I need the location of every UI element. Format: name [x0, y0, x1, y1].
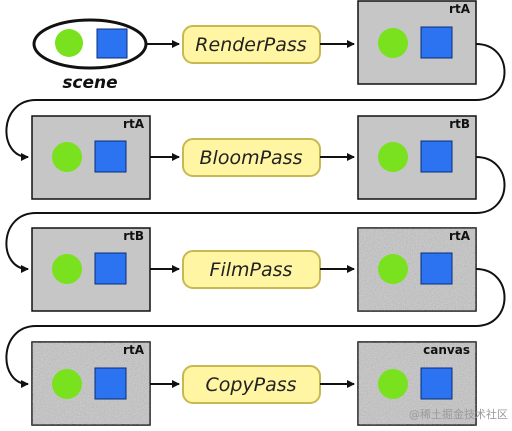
render-target-label: canvas [423, 343, 470, 357]
rt-circle-icon [378, 142, 408, 172]
render-target-input-rtb: rtB [31, 227, 151, 312]
connector-row2-to-row3 [5, 156, 506, 273]
render-target-output-canvas: canvas [357, 341, 477, 426]
pass-label-bloompass: BloomPass [200, 147, 303, 169]
render-target-output-rta-grainy: rtA [357, 227, 477, 312]
render-target-label: rtA [449, 2, 471, 16]
render-target-label: rtB [449, 117, 470, 131]
pass-box-bloompass: BloomPass [182, 138, 321, 177]
render-target-output-rtb: rtB [357, 115, 477, 200]
rt-square-icon [420, 367, 453, 400]
film-grain-overlay [32, 342, 150, 425]
render-target-input-rta-grainy: rtA [31, 341, 151, 426]
rt-circle-icon [378, 28, 408, 58]
rt-square-icon [94, 252, 127, 285]
render-target-label: rtA [123, 343, 145, 357]
scene-label: scene [62, 73, 117, 93]
rt-square-icon [420, 26, 453, 59]
rt-square-icon [94, 140, 127, 173]
pass-box-renderpass: RenderPass [182, 25, 321, 64]
film-grain-overlay [358, 342, 476, 425]
pass-label-copypass: CopyPass [205, 374, 296, 396]
watermark: @稀土掘金技术社区 [409, 407, 508, 421]
scene-square-icon [96, 28, 128, 59]
pass-box-filmpass: FilmPass [182, 250, 321, 289]
scene-ellipse [32, 18, 148, 70]
rt-circle-icon [52, 369, 82, 399]
render-target-label: rtA [449, 229, 471, 243]
pass-label-renderpass: RenderPass [195, 34, 306, 56]
row-filmpass: rtB FilmPass rtA [31, 227, 477, 312]
connector-row1-to-row2 [5, 43, 506, 161]
rt-square-icon [420, 140, 453, 173]
scene-circle-icon [55, 29, 83, 57]
pass-box-copypass: CopyPass [182, 365, 321, 404]
render-target-output-rta: rtA [357, 0, 477, 85]
scene-group: scene [32, 18, 148, 93]
rt-square-icon [94, 367, 127, 400]
rt-circle-icon [378, 254, 408, 284]
film-grain-overlay [358, 228, 476, 311]
rt-circle-icon [52, 142, 82, 172]
row-bloompass: rtA BloomPass rtB [31, 115, 477, 200]
render-target-label: rtB [123, 229, 144, 243]
connector-row3-to-row4 [5, 268, 506, 388]
rt-square-icon [420, 252, 453, 285]
pass-label-filmpass: FilmPass [210, 259, 293, 281]
row-renderpass: RenderPass rtA [147, 0, 477, 85]
rt-circle-icon [52, 254, 82, 284]
render-target-label: rtA [123, 117, 145, 131]
row-copypass: rtA CopyPass canvas [31, 341, 477, 426]
rt-circle-icon [378, 369, 408, 399]
render-target-input-rta: rtA [31, 115, 151, 200]
